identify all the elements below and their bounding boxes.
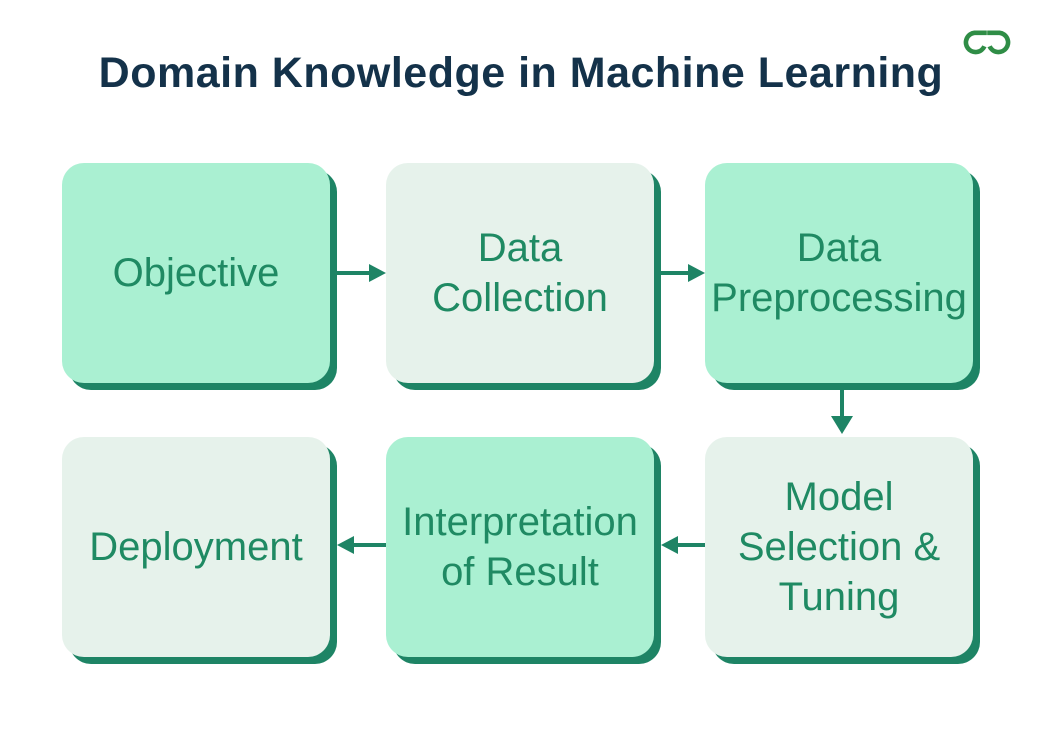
node-objective: Objective (62, 163, 330, 383)
node-deployment: Deployment (62, 437, 330, 657)
arrow-right-icon (661, 264, 705, 282)
node-objective-label: Objective (112, 251, 280, 295)
node-data-preprocessing: Data Preprocessing (705, 163, 973, 383)
node-interpretation-of-result-label: Interpretation of Result (402, 500, 638, 594)
node-interpretation-of-result: Interpretation of Result (386, 437, 654, 657)
node-model-selection-tuning-label: Model Selection & Tuning (737, 475, 941, 619)
geeksforgeeks-logo-icon (963, 30, 1011, 55)
node-deployment-label: Deployment (89, 525, 303, 569)
node-data-preprocessing-label: Data Preprocessing (711, 226, 967, 320)
node-data-collection: Data Collection (386, 163, 654, 383)
node-data-collection-label: Data Collection (432, 226, 608, 320)
arrow-right-icon (337, 264, 386, 282)
node-model-selection-tuning: Model Selection & Tuning (705, 437, 973, 657)
logo-left-g (963, 30, 987, 55)
arrow-down-icon (831, 389, 853, 434)
page-title: Domain Knowledge in Machine Learning (98, 49, 944, 97)
logo-right-g (987, 30, 1011, 55)
arrow-left-icon (337, 536, 386, 554)
arrow-left-icon (661, 536, 705, 554)
